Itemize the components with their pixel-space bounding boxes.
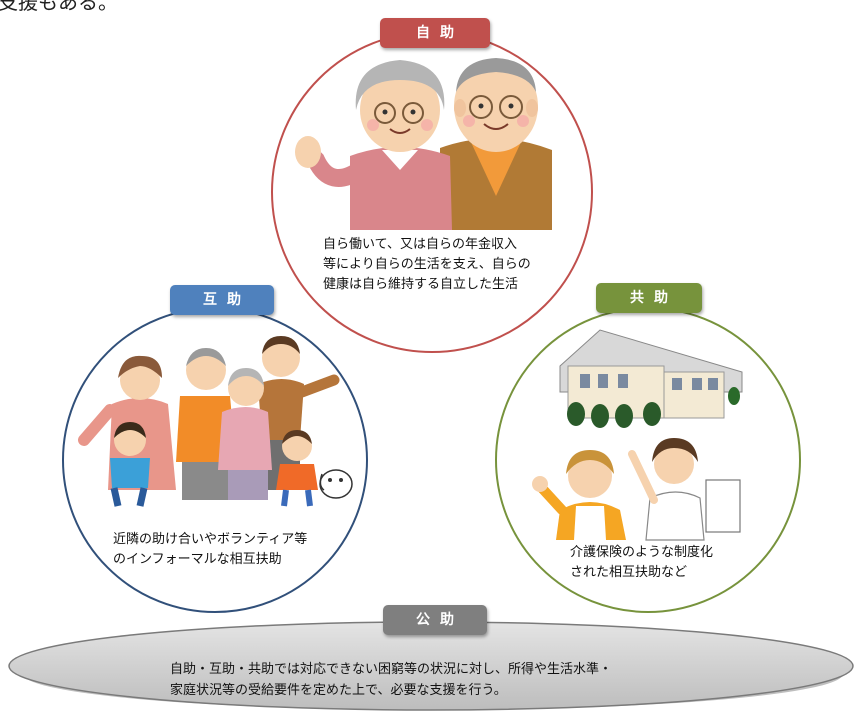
self-help-line-1: 自ら働いて、又は自らの年金収入 <box>323 237 517 252</box>
self-help-label: 自助 <box>380 18 490 48</box>
co-help-label: 共助 <box>596 283 702 313</box>
public-help-description: 自助・互助・共助では対応できない困窮等の状況に対し、所得や生活水準・ 家庭状況等… <box>170 659 612 701</box>
co-help-line-2: された相互扶助など <box>570 565 688 580</box>
self-help-description: 自ら働いて、又は自らの年金収入 等により自らの生活を支え、自らの 健康は自ら維持… <box>323 235 531 295</box>
public-help-line-1: 自助・互助・共助では対応できない困窮等の状況に対し、所得や生活水準・ <box>170 662 613 677</box>
self-help-line-3: 健康は自ら維持する自立した生活 <box>323 277 519 292</box>
public-help-label: 公助 <box>383 605 487 635</box>
elderly-couple-illustration <box>295 58 552 230</box>
mutual-help-line-1: 近隣の助け合いやボランティア等 <box>113 532 308 547</box>
care-facility-illustration <box>532 329 743 541</box>
family-illustration <box>78 336 353 507</box>
top-text-fragment: 支援もある。 <box>0 0 118 14</box>
mutual-help-line-2: のインフォーマルな相互扶助 <box>113 552 282 567</box>
public-help-line-2: 家庭状況等の受給要件を定めた上で、必要な支援を行う。 <box>170 683 507 698</box>
mutual-help-description: 近隣の助け合いやボランティア等 のインフォーマルな相互扶助 <box>113 530 307 570</box>
mutual-help-label: 互助 <box>170 285 274 315</box>
co-help-description: 介護保険のような制度化 された相互扶助など <box>570 543 713 583</box>
co-help-line-1: 介護保険のような制度化 <box>570 545 714 560</box>
self-help-line-2: 等により自らの生活を支え、自らの <box>323 257 531 272</box>
